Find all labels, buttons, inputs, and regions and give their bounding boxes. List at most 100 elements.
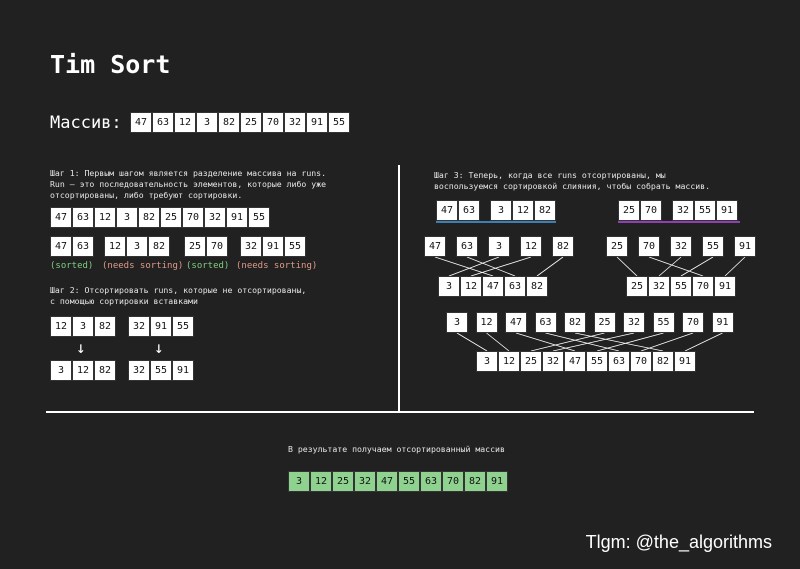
result-text: В результате получаем отсортированный ма… (288, 444, 505, 454)
array-cell: 3 (438, 276, 460, 297)
array-cell: 55 (586, 351, 608, 372)
merge-line (574, 332, 664, 352)
merge-line (486, 332, 510, 352)
array-cell: 3 (196, 112, 218, 133)
merge-line (684, 332, 723, 352)
array-cell: 3 (488, 236, 510, 257)
array-cell: 55 (284, 236, 306, 257)
array-cell: 32 (670, 236, 692, 257)
array-cell: 91 (486, 471, 508, 492)
array-cell: 63 (608, 351, 630, 372)
array-cell: 63 (72, 207, 94, 228)
array-cell: 63 (72, 236, 94, 257)
array-cell: 47 (436, 200, 458, 221)
merge-line (466, 256, 516, 277)
array-cell: 82 (526, 276, 548, 297)
array-cell: 70 (206, 236, 228, 257)
array-cell: 12 (72, 360, 94, 381)
array-cell: 3 (490, 200, 512, 221)
array-cell: 82 (464, 471, 486, 492)
array-cell: 25 (332, 471, 354, 492)
merge-line (680, 256, 714, 277)
merge-line (448, 256, 500, 277)
step2-text: Шаг 2: Отсортировать runs, которые не от… (50, 285, 307, 306)
merge-line (552, 332, 635, 352)
merge-line (658, 256, 682, 277)
array-cell: 25 (606, 236, 628, 257)
run-2-tag: (needs sorting) (102, 261, 184, 271)
array-cell: 32 (623, 312, 645, 333)
array-cell: 82 (148, 236, 170, 257)
merge-line (456, 332, 488, 352)
array-cell: 63 (458, 200, 480, 221)
array-cell: 12 (512, 200, 534, 221)
array-cell: 82 (564, 312, 586, 333)
array-cell: 91 (711, 312, 734, 333)
array-cell: 63 (420, 471, 442, 492)
array-cell: 82 (534, 200, 556, 221)
array-cell: 32 (128, 316, 150, 337)
array-cell: 47 (505, 312, 527, 333)
array-cell: 32 (542, 351, 564, 372)
array-cell: 32 (648, 276, 670, 297)
array-cell: 3 (126, 236, 148, 257)
array-cell: 91 (150, 316, 172, 337)
array-cell: 47 (482, 276, 504, 297)
step3-text: Шаг 3: Теперь, когда все runs отсортиров… (434, 170, 711, 191)
array-cell: 70 (638, 236, 660, 257)
array-cell: 55 (652, 312, 675, 333)
array-cell: 70 (682, 312, 704, 333)
array-cell: 32 (672, 200, 694, 221)
down-arrow-icon: ↓ (154, 338, 164, 357)
array-cell: 12 (104, 236, 126, 257)
array-cell: 12 (520, 236, 542, 257)
array-cell: 55 (172, 316, 194, 337)
merge-line (640, 332, 694, 352)
array-cell: 70 (262, 112, 284, 133)
merge-line (470, 256, 532, 277)
array-cell: 91 (172, 360, 194, 381)
array-cell: 63 (456, 236, 478, 257)
array-cell: 70 (640, 200, 662, 221)
array-cell: 12 (475, 312, 498, 333)
array-cell: 82 (652, 351, 674, 372)
array-cell: 25 (160, 207, 182, 228)
array-cell: 55 (150, 360, 172, 381)
array-cell: 25 (184, 236, 206, 257)
array-cell: 63 (504, 276, 526, 297)
array-cell: 47 (50, 236, 72, 257)
array-cell: 91 (226, 207, 248, 228)
array-cell: 82 (94, 360, 116, 381)
horizontal-divider (46, 411, 754, 413)
run-3-tag: (sorted) (186, 261, 230, 271)
array-cell: 70 (630, 351, 652, 372)
run-4-tag: (needs sorting) (236, 261, 318, 271)
array-cell: 91 (674, 351, 696, 372)
array-cell: 82 (138, 207, 160, 228)
credit-text: Tlgm: @the_algorithms (585, 532, 772, 552)
array-cell: 82 (218, 112, 240, 133)
array-cell: 25 (240, 112, 262, 133)
array-cell: 25 (618, 200, 640, 221)
array-cell: 55 (328, 112, 350, 133)
array-cell: 32 (128, 360, 150, 381)
array-cell: 82 (552, 236, 574, 257)
array-cell: 3 (116, 207, 138, 228)
array-cell: 32 (354, 471, 376, 492)
